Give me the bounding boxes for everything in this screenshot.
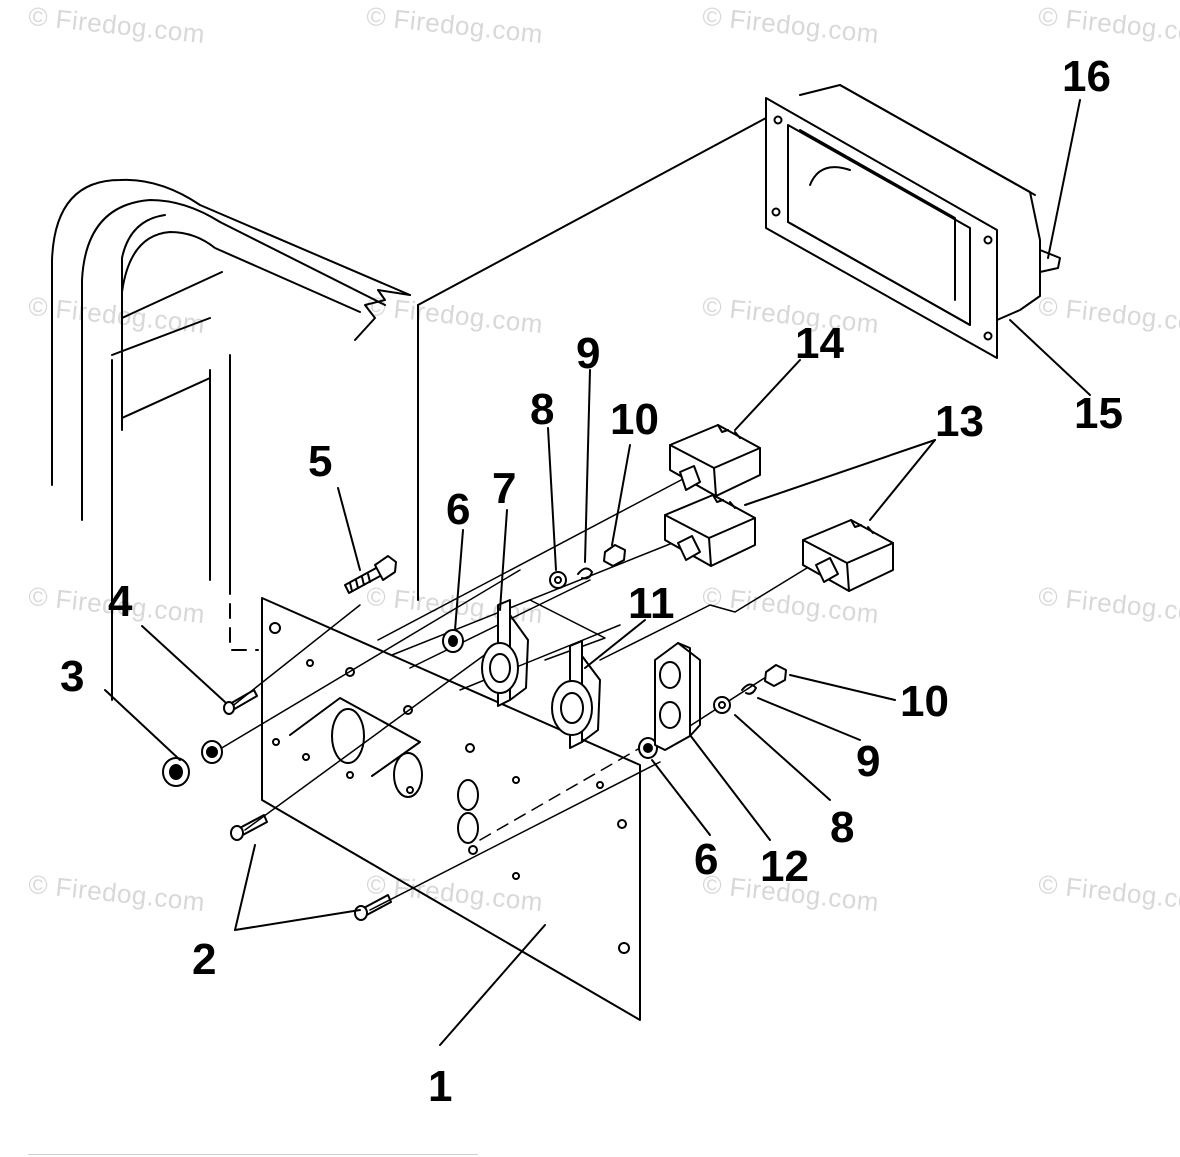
callout-9: 9 (856, 737, 881, 786)
callout-9: 9 (576, 329, 601, 378)
callout-11: 11 (628, 579, 675, 628)
hardware (162, 544, 787, 921)
callout-2: 2 (192, 935, 217, 984)
twist-lock-receptacles (481, 599, 601, 749)
callout-13: 13 (935, 397, 984, 446)
circuit-breakers (664, 424, 894, 592)
callout-3: 3 (60, 652, 85, 701)
callout-7: 7 (492, 464, 517, 513)
callout-12: 12 (760, 842, 809, 891)
hidden-line (229, 579, 259, 651)
callout-5: 5 (308, 437, 333, 486)
callout-8: 8 (830, 803, 855, 852)
control-panel-plate (261, 597, 641, 1021)
callout-6: 6 (446, 485, 471, 534)
callout-16: 16 (1062, 52, 1111, 101)
callout-4: 4 (108, 577, 133, 626)
callout-15: 15 (1074, 389, 1123, 438)
control-box-housing (417, 84, 1061, 601)
callout-14: 14 (795, 319, 844, 368)
callout-10: 10 (900, 677, 949, 726)
callout-leaders (104, 99, 1091, 1046)
duplex-receptacle (654, 642, 701, 751)
bottom-divider (28, 1154, 478, 1155)
callout-10: 10 (610, 395, 659, 444)
callout-1: 1 (428, 1062, 453, 1111)
callout-6: 6 (694, 835, 719, 884)
frame-tube (51, 178, 411, 701)
callout-8: 8 (530, 385, 555, 434)
leader-lines (214, 469, 821, 911)
